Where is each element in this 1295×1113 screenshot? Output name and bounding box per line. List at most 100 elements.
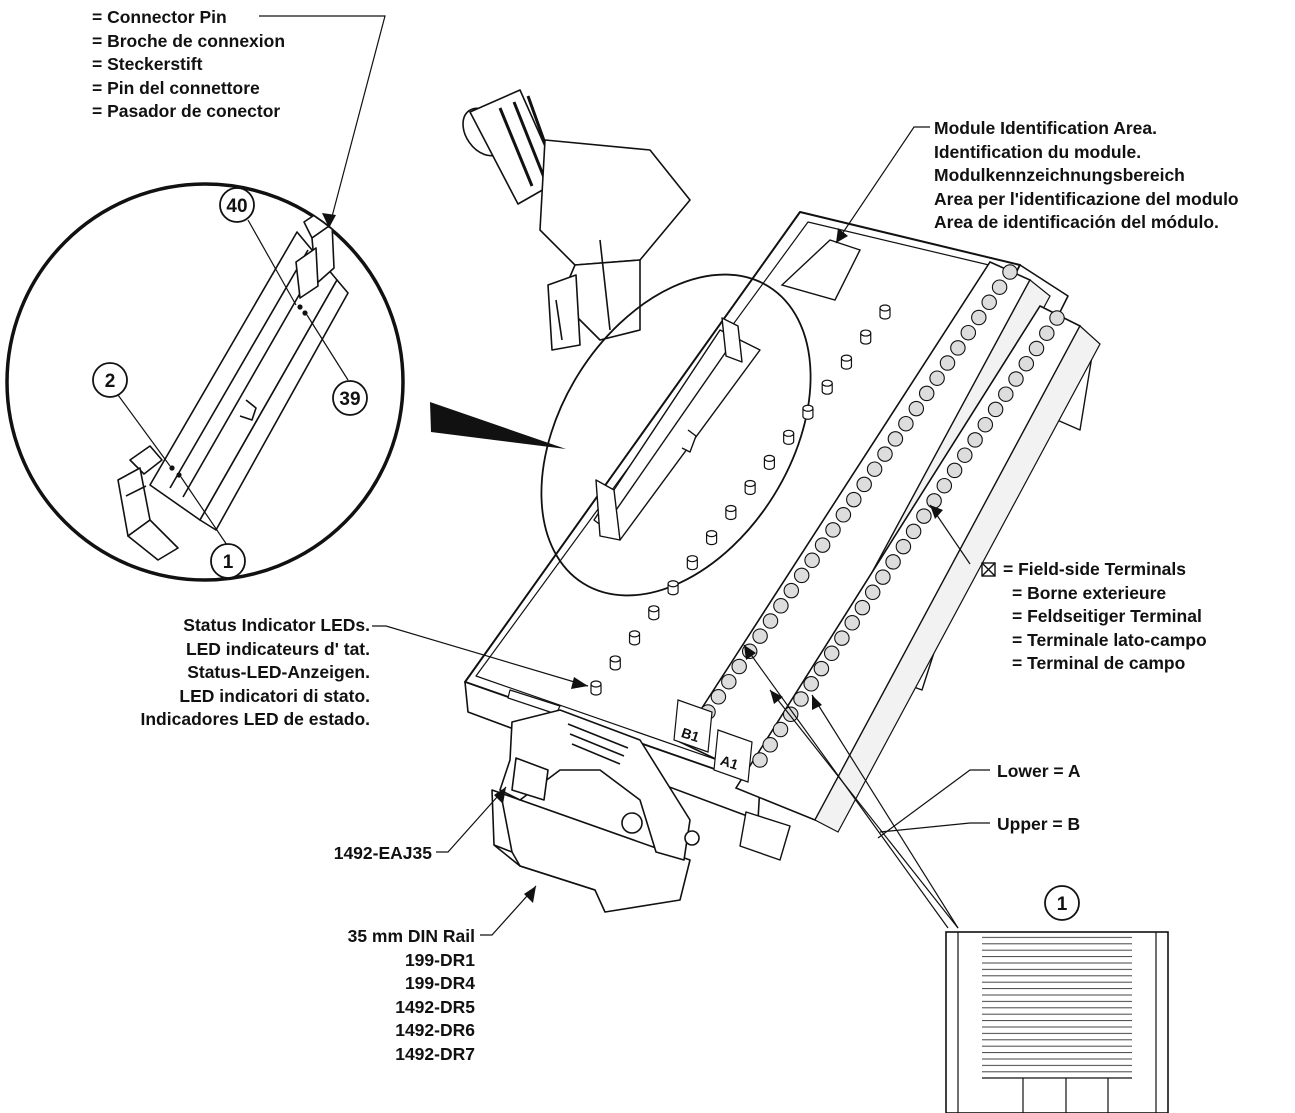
terminal-screw-a: [1028, 340, 1045, 357]
module-id-label-fr: Identification du module.: [934, 141, 1142, 162]
terminal-screw-b: [783, 582, 800, 599]
terminal-screw-a: [967, 432, 983, 448]
field-terminals-label-fr: = Borne exterieure: [1012, 582, 1167, 603]
upper-b-label: Upper = B: [997, 814, 1081, 834]
svg-text:1: 1: [1057, 894, 1068, 915]
terminal-screw-a: [905, 523, 922, 540]
field-terminals-label-de: = Feldseitiger Terminal: [1012, 606, 1202, 627]
terminal-marking-b1: B1: [673, 699, 713, 753]
lower-a-leader: [877, 769, 990, 839]
status-leds-label-it: LED indicatori di stato.: [179, 685, 370, 706]
terminal-screw-b: [825, 522, 841, 538]
terminal-screw-b: [991, 279, 1008, 295]
terminal-screw-a: [987, 401, 1004, 418]
din-rail-part-199-dr1: 199-DR1: [404, 949, 475, 970]
din-rail-label: 35 mm DIN Rail 199-DR1 199-DR4 1492-DR5 …: [348, 925, 475, 1067]
status-led: [860, 329, 872, 345]
status-led: [648, 605, 660, 621]
svg-text:A1: A1: [718, 752, 740, 773]
upper-b-leader: [879, 822, 990, 833]
connector-pin-label-es: = Pasador de conector: [92, 101, 281, 122]
terminal-screw-a: [793, 691, 809, 707]
svg-text:39: 39: [339, 389, 360, 410]
terminal-screw-a: [998, 386, 1014, 402]
terminal-screw-b: [918, 385, 935, 402]
terminal-screw-a: [885, 554, 901, 570]
terminal-screw-b: [1002, 264, 1018, 280]
magnifier-cone: [430, 402, 566, 449]
ribbon-cable-detail: 1: [945, 885, 1169, 1113]
module-id-leader: [835, 126, 930, 244]
terminal-block-lower-a: [734, 304, 1101, 833]
terminal-screw-b: [721, 673, 737, 690]
connector-pin-label-fr: = Broche de connexion: [92, 30, 286, 51]
din-rail-35mm: [491, 789, 691, 913]
status-leds-label-de: Status-LED-Anzeigen.: [187, 662, 370, 683]
field-terminals-label-es: = Terminal de campo: [1012, 653, 1186, 674]
terminal-screw-b: [929, 370, 945, 386]
terminal-screw-a: [1039, 325, 1055, 341]
status-led: [821, 379, 833, 395]
module-id-area-label: Module Identification Area. Identificati…: [934, 117, 1239, 235]
din-rail-part-1492-dr7: 1492-DR7: [395, 1043, 475, 1064]
connector-pin-label: = Connector Pin = Broche de connexion = …: [92, 6, 285, 124]
connector-highlight-ellipse: [540, 273, 812, 597]
onboard-connector-header: [593, 317, 761, 541]
terminal-marking-a1: A1: [713, 729, 753, 783]
svg-text:2: 2: [105, 371, 116, 392]
terminal-screw-b: [846, 491, 862, 508]
status-led: [763, 454, 776, 470]
module-id-label-de: Modulkennzeichnungsbereich: [934, 165, 1185, 186]
connector-pin-label-en: = Connector Pin: [92, 7, 227, 27]
status-led: [667, 580, 679, 596]
status-led: [879, 304, 891, 320]
callout-pin-39: 39: [332, 380, 368, 416]
module-id-label-it: Area per l'identificazione del modulo: [934, 188, 1239, 209]
status-led: [628, 630, 641, 646]
module-id-area: [780, 239, 861, 301]
terminal-screw-b: [752, 628, 768, 644]
terminal-screw-a: [916, 508, 932, 524]
terminal-screw-b: [804, 552, 820, 569]
svg-text:B1: B1: [679, 724, 701, 745]
lower-a-label: Lower = A: [997, 761, 1081, 781]
callout-cable-pin-1: 1: [1044, 885, 1080, 921]
terminal-screw-b: [731, 658, 747, 675]
status-led: [705, 529, 718, 546]
terminal-screw-a: [834, 630, 850, 646]
status-led: [783, 429, 795, 445]
terminal-screw-b: [981, 294, 997, 311]
jumper-label: 1492-EAJ35: [333, 843, 432, 863]
terminal-screw-a: [936, 477, 953, 494]
field-terminals-label-it: = Terminale lato-campo: [1012, 629, 1207, 650]
status-led: [590, 680, 602, 696]
jumper-leader: [436, 786, 507, 853]
terminal-screw-b: [773, 598, 789, 614]
status-led: [840, 354, 853, 370]
terminal-screw-a: [875, 569, 891, 585]
connector-detail-magnifier: 40 39 2 1: [5, 182, 405, 582]
svg-text:1: 1: [223, 552, 234, 573]
status-led: [686, 555, 698, 571]
status-leds-label: Status Indicator LEDs. LED indicateurs d…: [141, 614, 371, 732]
terminal-screw-b: [762, 613, 779, 629]
terminal-screw-a: [977, 416, 994, 433]
terminal-screw-b: [898, 415, 914, 432]
din-rail-leader: [480, 885, 537, 936]
terminal-screw-a: [772, 721, 789, 738]
status-led-row: [590, 304, 891, 696]
terminal-screw-b: [866, 461, 883, 477]
terminal-screw-a: [1018, 355, 1035, 372]
module-id-label-es: Area de identificación del módulo.: [934, 212, 1219, 233]
connector-pin-label-de: = Steckerstift: [92, 54, 203, 75]
terminal-screw-b: [814, 537, 831, 553]
status-led: [744, 479, 756, 496]
terminal-screw-b: [939, 355, 956, 371]
field-terminals-label-en: = Field-side Terminals: [1003, 559, 1186, 579]
status-leds-label-en: Status Indicator LEDs.: [183, 615, 370, 635]
terminal-screw-a: [926, 493, 942, 509]
din-rail-title: 35 mm DIN Rail: [347, 926, 475, 946]
terminal-screw-a: [823, 645, 840, 662]
status-leds-label-es: Indicadores LED de estado.: [140, 709, 371, 730]
